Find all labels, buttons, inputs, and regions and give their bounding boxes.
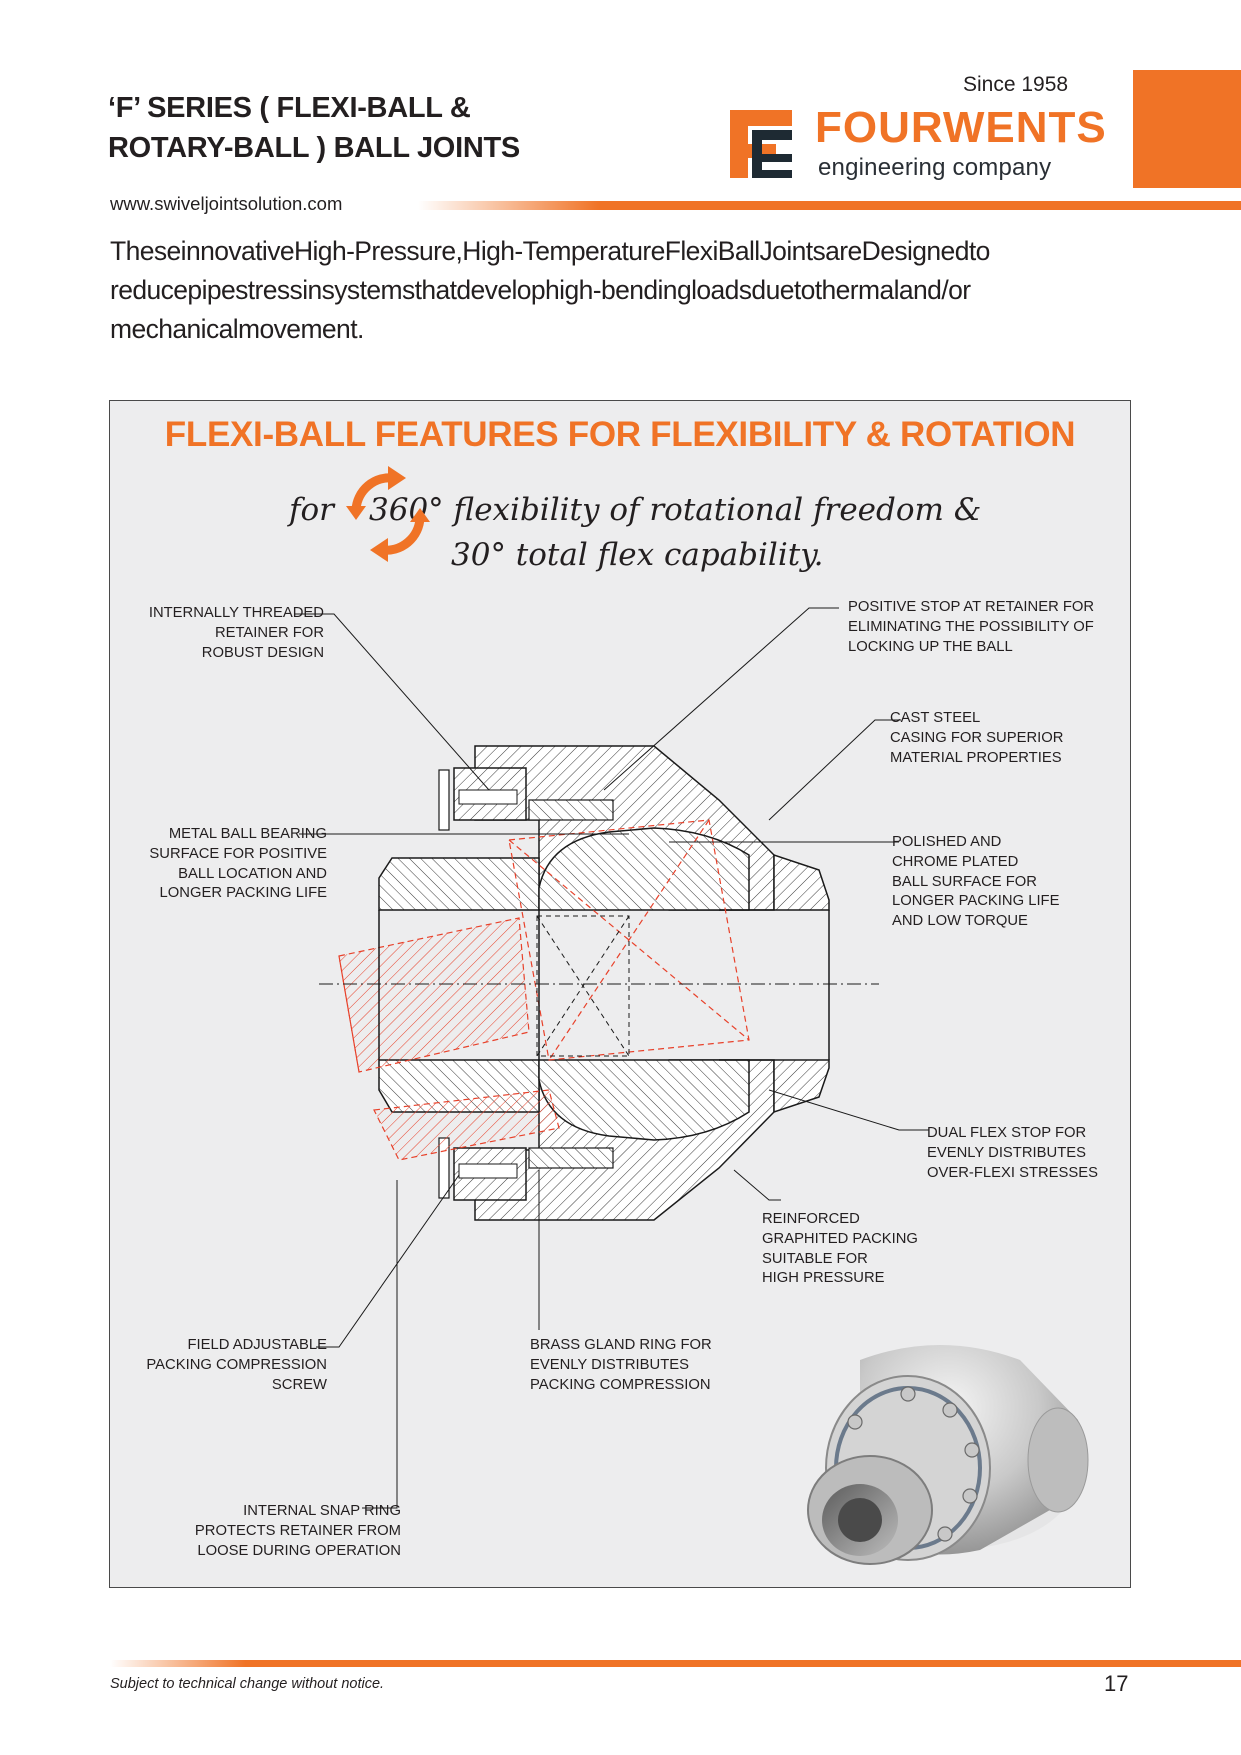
corner-accent-block (1133, 70, 1241, 188)
deflected-position-outline (338, 819, 750, 1161)
footer-note: Subject to technical change without noti… (110, 1676, 385, 1692)
callout-metal-ball-bearing: METAL BALL BEARING SURFACE FOR POSITIVE … (149, 826, 327, 902)
pipe-upper-wall (378, 857, 540, 911)
flex-for-label: for (289, 492, 334, 528)
rotation-arrows-icon (346, 466, 430, 562)
header-divider (418, 201, 1241, 210)
page-number: 17 (1104, 1671, 1129, 1696)
callout-cast-steel: CAST STEEL CASING FOR SUPERIOR MATERIAL … (890, 710, 1064, 766)
callout-field-adjustable: FIELD ADJUSTABLE PACKING COMPRESSION SCR… (146, 1337, 327, 1393)
callout-positive-stop: POSITIVE STOP AT RETAINER FOR ELIMINATIN… (848, 599, 1095, 655)
flex-line-rotation: 360° flexibility of rotational freedom & (369, 492, 982, 528)
website-link[interactable]: www.swiveljointsolution.com (110, 193, 343, 214)
intro-paragraph: TheseinnovativeHigh-Pressure,High-Temper… (110, 236, 990, 344)
callout-reinforced-packing: REINFORCED GRAPHITED PACKING SUITABLE FO… (762, 1211, 918, 1287)
brand-logo-icon (730, 110, 792, 178)
since-label: Since 1958 (963, 73, 1069, 96)
callout-brass-gland: BRASS GLAND RING FOR EVENLY DISTRIBUTES … (530, 1337, 712, 1393)
footer-divider (110, 1660, 1241, 1667)
packing-top (528, 799, 614, 821)
callout-polished-chrome: POLISHED AND CHROME PLATED BALL SURFACE … (892, 834, 1060, 930)
document-title-line-2: ROTARY-BALL ) BALL JOINTS (108, 132, 520, 164)
callout-snap-ring: INTERNAL SNAP RING PROTECTS RETAINER FRO… (194, 1503, 401, 1559)
brand-tagline: engineering company (818, 154, 1052, 181)
document-title: ‘F’ SERIES ( FLEXI-BALL & ROTARY-BALL ) … (108, 88, 528, 168)
callout-internally-threaded: INTERNALLY THREADED RETAINER FOR ROBUST … (148, 605, 324, 661)
ball-joint-cross-section-diagram (295, 607, 929, 1509)
flex-line-flex: 30° total flex capability. (451, 537, 824, 573)
panel-title: FLEXI-BALL FEATURES FOR FLEXIBILITY & RO… (164, 415, 1076, 454)
ball-joint-product-image (807, 1345, 1089, 1565)
brand-name: FOURWENTS (815, 103, 1107, 152)
callout-dual-flex-stop: DUAL FLEX STOP FOR EVENLY DISTRIBUTES OV… (927, 1125, 1099, 1181)
document-title-line-1: ‘F’ SERIES ( FLEXI-BALL & (108, 92, 471, 124)
packing-bottom (528, 1147, 614, 1169)
ball-center-outline (536, 915, 630, 1057)
ball-upper (538, 827, 750, 911)
